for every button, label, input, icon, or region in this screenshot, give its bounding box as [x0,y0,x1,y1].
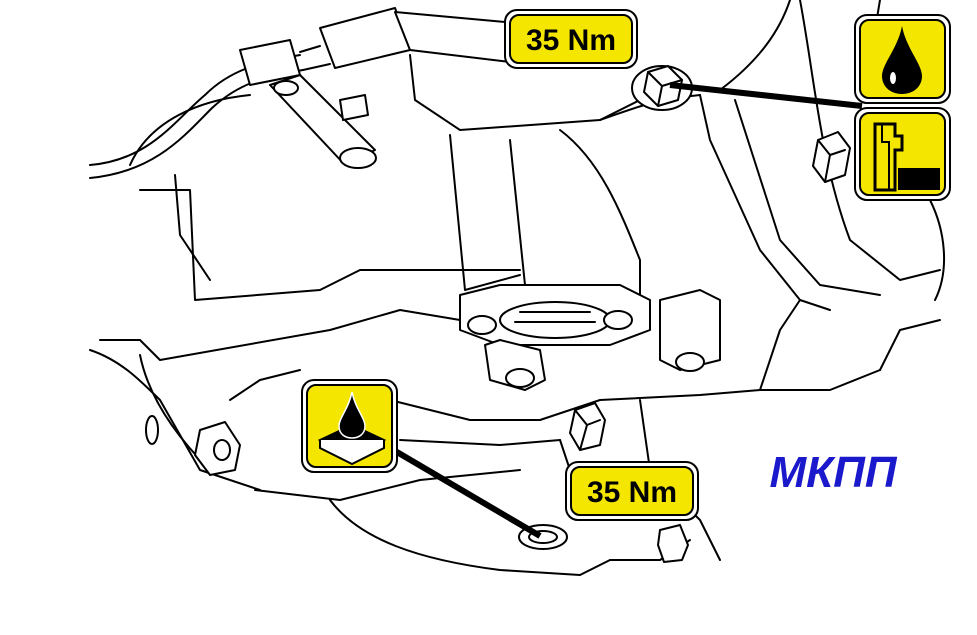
fill-plug-leader [669,82,863,109]
oil-level-icon [854,107,951,201]
torque-badge-top: 35 Nm [504,9,638,69]
oil-drop-icon [854,14,951,104]
model-label: МКПП [770,448,898,497]
drain-plug-leader [383,442,542,539]
torque-value-top: 35 Nm [526,24,616,57]
transmission-housing [89,0,945,576]
torque-badge-bottom: 35 Nm [565,461,699,521]
torque-value-bottom: 35 Nm [587,476,677,509]
oil-drain-icon [301,379,398,473]
